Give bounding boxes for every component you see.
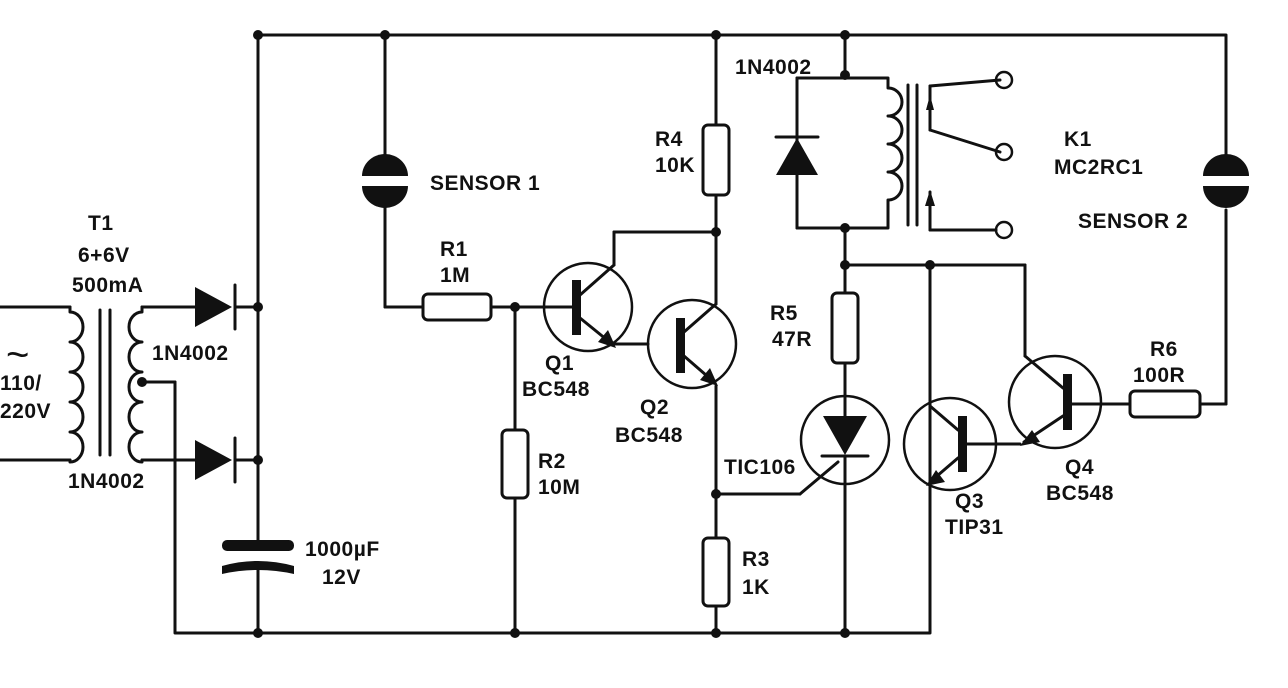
resistor-r5 [830, 291, 860, 400]
q4-name-label: Q4 [1065, 456, 1094, 479]
transistor-q3 [902, 396, 1022, 492]
diode-relay-label: 1N4002 [735, 56, 812, 79]
r4-name-label: R4 [655, 128, 683, 151]
diode-top-label: 1N4002 [152, 342, 229, 365]
resistor-r3 [701, 536, 731, 638]
q3-type-label: TIP31 [945, 516, 1004, 539]
diode-relay [774, 30, 850, 230]
r5-name-label: R5 [770, 302, 798, 325]
diode-top [195, 283, 260, 331]
transformer-t1 [0, 305, 197, 464]
q4-type-label: BC548 [1046, 482, 1114, 505]
labels: T1 6+6V 500mA ~ 110/ 220V 1N4002 1N4002 … [0, 56, 1188, 599]
mains-label-2: 220V [0, 400, 51, 423]
resistor-r6 [1128, 208, 1228, 419]
sensor1-label: SENSOR 1 [430, 172, 540, 195]
r1-value-label: 1M [440, 264, 470, 287]
sensor-1 [362, 30, 425, 309]
sensor-2 [1203, 154, 1249, 208]
r1-name-label: R1 [440, 238, 468, 261]
q3-name-label: Q3 [955, 490, 984, 513]
scr-tic106 [714, 394, 891, 638]
r2-name-label: R2 [538, 450, 566, 473]
mains-label-1: 110/ [0, 372, 42, 395]
ground-rail [173, 268, 932, 635]
diode-bottom-label: 1N4002 [68, 470, 145, 493]
resistor-r1 [421, 292, 547, 322]
t1-voltage-label: 6+6V [78, 244, 130, 267]
capacitor [222, 540, 294, 638]
r6-value-label: 100R [1133, 364, 1185, 387]
positive-rail [256, 33, 1228, 309]
q1-name-label: Q1 [545, 352, 574, 375]
q2-type-label: BC548 [615, 424, 683, 447]
q2-name-label: Q2 [640, 396, 669, 419]
r3-value-label: 1K [742, 576, 770, 599]
r3-name-label: R3 [742, 548, 770, 571]
t1-current-label: 500mA [72, 274, 143, 297]
relay-k1 [843, 70, 1014, 240]
r6-name-label: R6 [1150, 338, 1178, 361]
sensor2-label: SENSOR 2 [1078, 210, 1188, 233]
k1-type-label: MC2RC1 [1054, 156, 1143, 179]
mains-symbol: ~ [6, 333, 30, 377]
transistor-q2 [646, 230, 738, 540]
diode-bottom [195, 436, 260, 484]
r4-value-label: 10K [655, 154, 695, 177]
r5-value-label: 47R [772, 328, 812, 351]
resistor-r4 [701, 30, 731, 237]
transistor-q1 [542, 230, 718, 353]
capacitor-voltage-label: 12V [322, 566, 361, 589]
capacitor-value-label: 1000µF [305, 538, 380, 561]
scr-label: TIC106 [724, 456, 796, 479]
resistor-r2 [500, 305, 530, 638]
k1-name-label: K1 [1064, 128, 1092, 151]
q1-type-label: BC548 [522, 378, 590, 401]
r2-value-label: 10M [538, 476, 580, 499]
t1-name-label: T1 [88, 212, 114, 235]
transistor-q4 [1007, 354, 1132, 450]
